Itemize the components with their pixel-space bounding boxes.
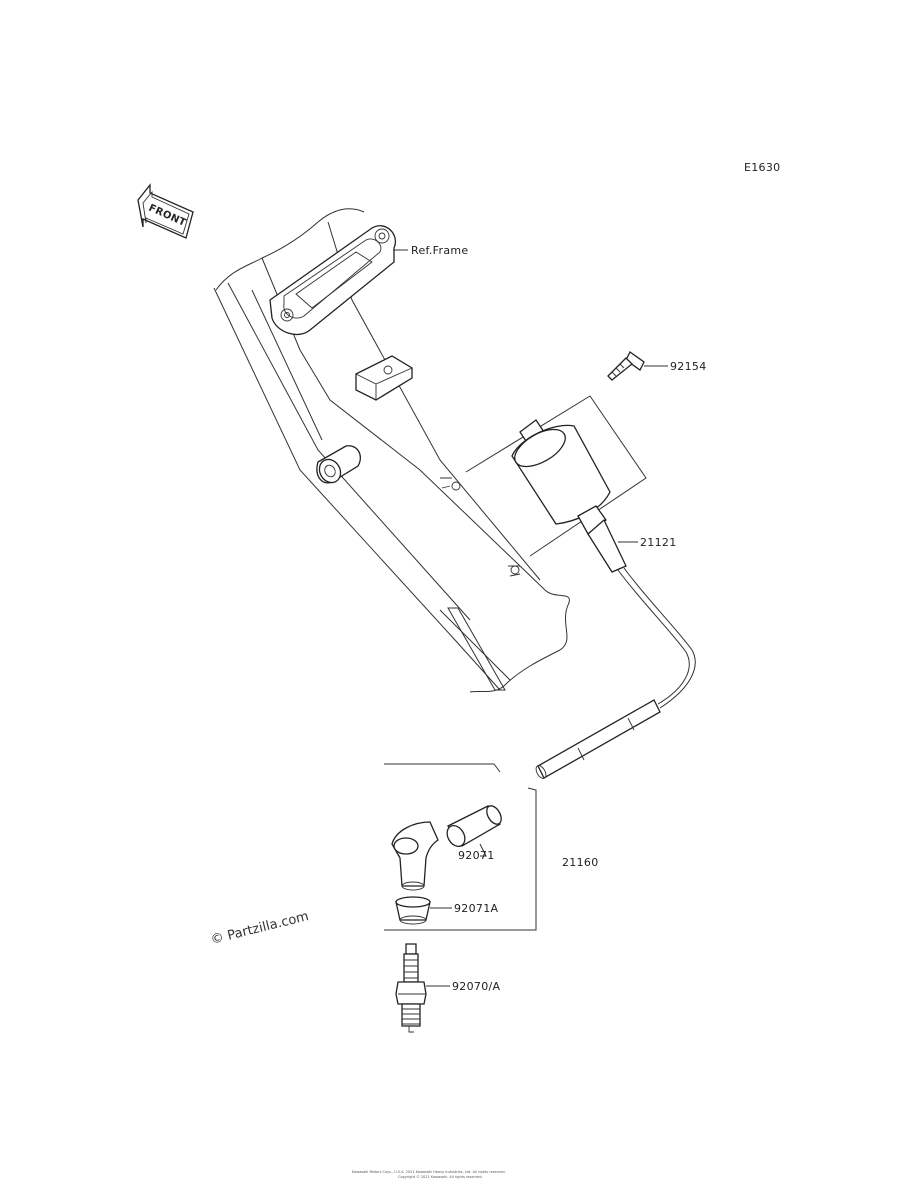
- diagram-code: E1630: [744, 161, 780, 174]
- ignition-coil: 21121: [465, 395, 677, 573]
- plug-cap-boot: 92071: [446, 805, 502, 862]
- bolt-part-number: 92154: [670, 360, 707, 373]
- coil-part-number: 21121: [640, 536, 677, 549]
- ref-frame-label: Ref.Frame: [411, 244, 468, 257]
- footer-copyright-2: Copyright © 2021 Kawasaki. All rights re…: [398, 1175, 483, 1179]
- plug-part-number: 92070/A: [452, 980, 500, 993]
- watermark: © Partzilla.com: [209, 909, 310, 948]
- plug-cap-cover: 92071A: [395, 896, 498, 925]
- bolt: 92154: [607, 351, 707, 381]
- plug-cap-elbow: [391, 821, 439, 891]
- footer-copyright: Kawasaki Motors Corp., U.S.A. 2021 Kawas…: [352, 1170, 506, 1174]
- cap-part-number: 92071: [458, 849, 495, 862]
- spacer-collar: [316, 445, 361, 484]
- frame-bracket: Ref.Frame: [269, 225, 468, 335]
- lead-part-number: 21160: [562, 856, 599, 869]
- high-tension-lead: 21160: [384, 567, 696, 931]
- clamp-block: [355, 355, 413, 401]
- front-arrow-icon: FRONT: [137, 183, 194, 239]
- spark-plug: 92070/A: [395, 943, 500, 1033]
- cap-a-part-number: 92071A: [454, 902, 498, 915]
